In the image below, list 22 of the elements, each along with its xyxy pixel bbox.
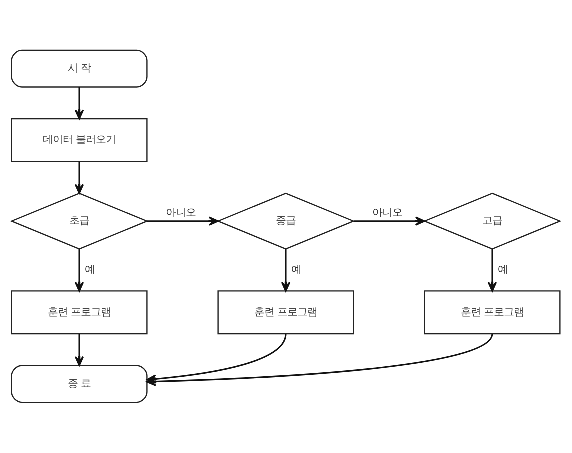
node-box: 종 료 <box>11 365 148 404</box>
edge-label: 예 <box>84 264 95 276</box>
arrow <box>281 249 291 292</box>
arrow <box>354 216 426 226</box>
edge-label: 아니오 <box>166 206 196 219</box>
edge-label: 아니오 <box>372 206 403 219</box>
arrow <box>147 216 219 226</box>
arrow <box>74 162 84 194</box>
arrow <box>488 249 498 292</box>
node-box: 훈련 프로그램 <box>218 290 354 335</box>
node-diamond: 중급 <box>216 192 356 250</box>
node-diamond: 고급 <box>423 192 562 250</box>
node-diamond: 초급 <box>10 192 149 250</box>
node-box: 데이터 불러오기 <box>11 118 148 162</box>
node-box: 시 작 <box>11 50 148 88</box>
arrow <box>74 87 84 120</box>
arrow <box>74 334 84 366</box>
arrow <box>74 249 84 292</box>
node-box: 훈련 프로그램 <box>424 290 561 335</box>
edge-label: 예 <box>498 264 508 276</box>
node-box: 훈련 프로그램 <box>11 290 148 335</box>
edge-label: 예 <box>291 264 302 276</box>
